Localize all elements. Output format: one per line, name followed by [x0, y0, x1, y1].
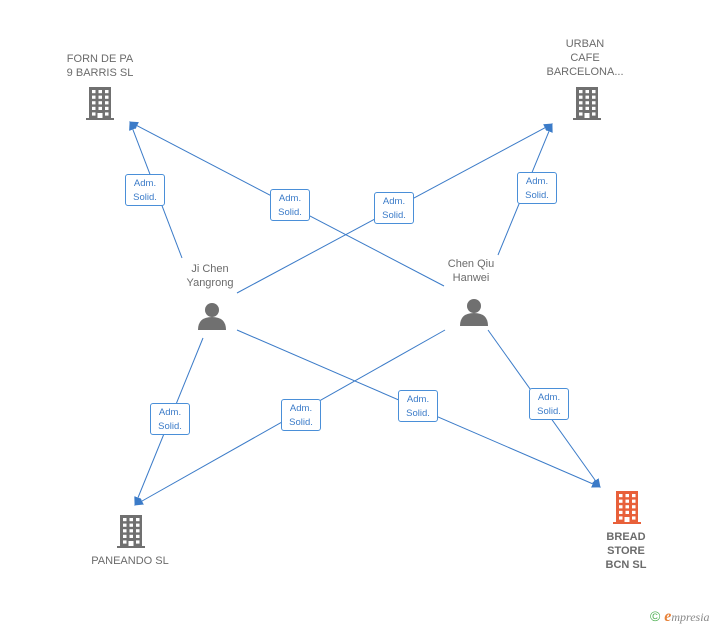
- panea-building-icon[interactable]: [117, 515, 145, 548]
- edge-label-line2: Solid.: [133, 192, 157, 203]
- ji-person-icon[interactable]: [198, 303, 226, 330]
- edge-label-ji-bread[interactable]: Adm. Solid.: [398, 390, 438, 422]
- brand-initial: e: [664, 608, 672, 625]
- edge-label-line1: Adm.: [406, 394, 430, 405]
- edge-label-line1: Adm.: [158, 407, 182, 418]
- bread-node-label[interactable]: BREAD STORE BCN SL: [605, 531, 647, 571]
- edge-label-chen-bread[interactable]: Adm. Solid.: [529, 388, 569, 420]
- edge-label-line2: Solid.: [289, 417, 313, 428]
- edge-label-line1: Adm.: [537, 392, 561, 403]
- chen-person-icon[interactable]: [460, 299, 488, 326]
- empresia-brand[interactable]: © empresia: [650, 608, 710, 626]
- edge-label-line2: Solid.: [525, 190, 549, 201]
- edge-label-line1: Adm.: [133, 178, 157, 189]
- edge-label-line1: Adm.: [382, 196, 406, 207]
- copyright-icon: ©: [650, 608, 661, 624]
- edge-label-line2: Solid.: [537, 406, 561, 417]
- edge-label-ji-panea[interactable]: Adm. Solid.: [150, 403, 190, 435]
- edge-label-line2: Solid.: [382, 210, 406, 221]
- edge-label-line1: Adm.: [525, 176, 549, 187]
- edge-label-chen-forn[interactable]: Adm. Solid.: [270, 189, 310, 221]
- urban-node-label[interactable]: URBAN CAFE BARCELONA...: [546, 38, 624, 78]
- edge-label-line1: Adm.: [278, 193, 302, 204]
- edge-label-chen-panea[interactable]: Adm. Solid.: [281, 399, 321, 431]
- panea-node-label[interactable]: PANEANDO SL: [91, 555, 169, 567]
- bread-building-icon[interactable]: [613, 491, 641, 524]
- brand-name: mpresia: [671, 610, 710, 624]
- urban-building-icon[interactable]: [573, 87, 601, 120]
- edge-label-ji-forn[interactable]: Adm. Solid.: [125, 174, 165, 206]
- edge-label-line2: Solid.: [406, 408, 430, 419]
- ji-node-label[interactable]: Ji Chen Yangrong: [186, 263, 234, 289]
- edge-label-line1: Adm.: [289, 403, 313, 414]
- forn-node-label[interactable]: FORN DE PA 9 BARRIS SL: [66, 53, 134, 79]
- chen-node-label[interactable]: Chen Qiu Hanwei: [447, 258, 495, 284]
- edge-label-line2: Solid.: [158, 421, 182, 432]
- edge-label-ji-urban[interactable]: Adm. Solid.: [374, 192, 414, 224]
- forn-building-icon[interactable]: [86, 87, 114, 120]
- edge-label-line2: Solid.: [278, 207, 302, 218]
- edge-label-chen-urban[interactable]: Adm. Solid.: [517, 172, 557, 204]
